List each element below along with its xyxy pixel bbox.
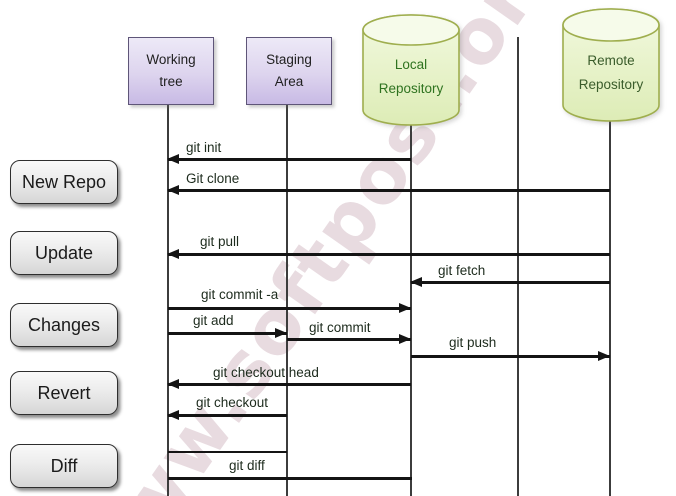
flow-arrow-line: [168, 158, 411, 161]
lifeline-remote-repository: [609, 121, 611, 496]
flow-label: git init: [186, 140, 222, 155]
actor-label-line: Area: [274, 74, 304, 89]
arrowhead-left-icon: [167, 410, 179, 420]
lifeline-staging-area: [286, 103, 288, 496]
action-button-changes[interactable]: Changes: [10, 303, 118, 347]
flow-arrow-line: [168, 307, 411, 310]
flow-line-lower: [168, 477, 412, 480]
actor-label-line: Remote: [587, 53, 635, 68]
flow-arrow-line: [168, 332, 287, 335]
arrowhead-right-icon: [399, 334, 411, 344]
flow-label: git checkout head: [213, 365, 319, 380]
flow-arrow-line: [168, 189, 610, 192]
action-button-label: Changes: [27, 314, 101, 335]
flow-label: git fetch: [438, 263, 486, 278]
flow-line-upper: [168, 451, 287, 453]
flow-label: git diff: [229, 458, 265, 473]
actor-label-line: tree: [159, 74, 183, 89]
action-button-revert[interactable]: Revert: [10, 371, 118, 415]
action-button-diff[interactable]: Diff: [10, 444, 118, 488]
database-cylinder-icon: [562, 8, 660, 122]
arrowhead-left-icon: [167, 379, 179, 389]
arrowhead-left-icon: [410, 277, 422, 287]
arrowhead-right-icon: [598, 351, 610, 361]
actor-staging-area: Staging Area: [246, 37, 332, 105]
flow-arrow-line: [411, 355, 610, 358]
arrowhead-left-icon: [167, 154, 179, 164]
actor-label-line: Staging: [266, 51, 312, 67]
action-button-label: New Repo: [21, 171, 107, 192]
lifeline-working-tree: [167, 103, 169, 496]
actor-local-repository: Local Repository: [362, 13, 460, 129]
flow-arrow-line: [411, 281, 610, 284]
actor-label-line: Local: [394, 57, 428, 72]
actor-label-line: Repository: [378, 80, 444, 96]
flow-arrow-line: [168, 383, 411, 386]
action-button-label: Diff: [50, 455, 78, 476]
flow-label: git add: [193, 313, 234, 328]
flow-arrow-line: [168, 414, 287, 417]
arrowhead-right-icon: [399, 303, 411, 313]
actor-label-line: Working: [146, 51, 196, 67]
flow-label: git commit: [309, 320, 371, 335]
arrowhead-left-icon: [167, 185, 179, 195]
flow-label: git pull: [200, 234, 240, 249]
lifeline-unlabeled: [517, 37, 519, 496]
arrowhead-right-icon: [275, 328, 287, 338]
action-button-label: Revert: [37, 382, 91, 403]
flow-label: Git clone: [186, 171, 240, 186]
flow-label: git commit -a: [201, 287, 279, 302]
action-button-label: Update: [34, 242, 94, 263]
flow-arrow-line: [287, 338, 411, 341]
flow-label: git push: [449, 335, 497, 350]
actor-working-tree: Working tree: [128, 37, 214, 105]
database-cylinder-icon: [362, 14, 460, 126]
flow-arrow-line: [168, 253, 610, 256]
action-button-new-repo[interactable]: New Repo: [10, 160, 118, 204]
action-button-update[interactable]: Update: [10, 231, 118, 275]
lifeline-local-repository: [410, 125, 412, 496]
actor-label-line: Repository: [578, 76, 644, 92]
actor-remote-repository: Remote Repository: [562, 7, 660, 125]
arrowhead-left-icon: [167, 249, 179, 259]
flow-label: git checkout: [196, 395, 269, 410]
